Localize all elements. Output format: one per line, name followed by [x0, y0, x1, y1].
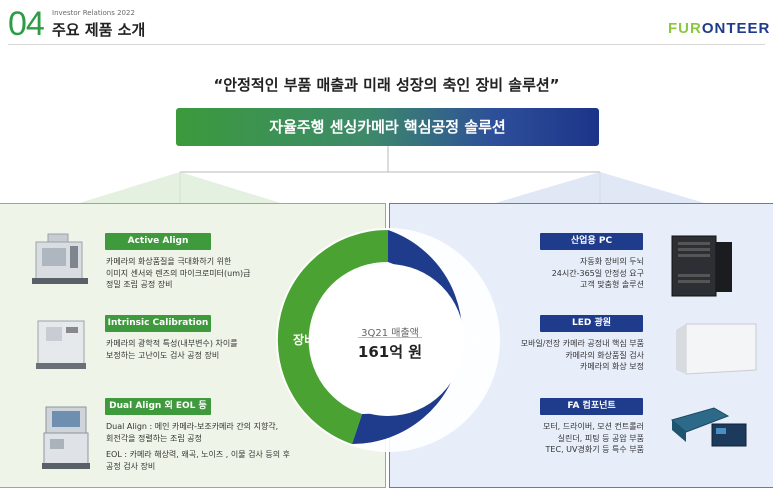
parts-desc-fa-component: 모터, 드라이버, 모션 컨트롤러 실린더, 피팅 등 공압 부품 TEC, U… [542, 422, 644, 454]
donut-center-label: 3Q21 매출액 [361, 328, 419, 339]
led-light-source-image [676, 323, 757, 375]
equipment-label-intrinsic-calibration: Intrinsic Calibration [105, 315, 211, 332]
donut-label-parts: 부품 [458, 333, 481, 347]
page-title: 주요 제품 소개 [52, 21, 146, 39]
equipment-label-dual-align-eol: Dual Align 외 EOL 등 [105, 398, 211, 415]
parts-label-led-light: LED 광원 [540, 315, 643, 332]
donut-center-value: 161억 원 [357, 343, 423, 361]
parts-desc-industrial-pc: 자동화 장비의 두뇌 24시간-365일 안정성 요구 고객 맞춤형 솔루션 [551, 257, 644, 289]
donut-segment-equipment [277, 229, 388, 444]
donut-label-equipment: 장비 [293, 333, 316, 347]
logo-part-2: O [701, 20, 715, 37]
header-divider [8, 44, 765, 45]
equipment-desc-dual-align-eol: Dual Align : 메인 카메라-보조카메라 간의 지향각, 회전각을 정… [106, 422, 291, 471]
logo-part-1: FUR [668, 20, 702, 37]
active-align-machine-image [32, 233, 88, 284]
company-logo: FURONTEER [668, 21, 770, 37]
solution-banner: 자율주행 센싱카메라 핵심공정 솔루션 [176, 108, 599, 146]
donut-center-divider [358, 337, 422, 338]
dual-align-machine-image [42, 406, 90, 469]
headline-quote: “안정적인 부품 매출과 미래 성장의 축인 장비 솔루션” [213, 76, 560, 94]
equipment-desc-active-align: 카메라의 화상품질을 극대화하기 위한 이미지 센서와 렌즈의 마이크로미터(u… [106, 257, 251, 289]
intrinsic-calibration-machine-image [36, 320, 86, 369]
parts-label-fa-component: FA 컴포넌트 [540, 398, 643, 415]
equipment-desc-intrinsic-calibration: 카메라의 광학적 특성(내부변수) 차이를 보정하는 고난이도 검사 공정 장비 [106, 339, 238, 360]
logo-part-3: NTEER [714, 20, 771, 37]
parts-label-industrial-pc: 산업용 PC [540, 233, 643, 250]
fa-component-image [670, 407, 747, 447]
industrial-pc-image [671, 235, 732, 297]
header-subtitle: Investor Relations 2022 [52, 9, 135, 17]
equipment-label-active-align: Active Align [105, 233, 211, 250]
parts-desc-led-light: 모바일/전장 카메라 공정내 핵심 부품 카메라의 화상품질 검사 카메라의 화… [520, 339, 644, 371]
section-number: 04 [8, 5, 45, 43]
